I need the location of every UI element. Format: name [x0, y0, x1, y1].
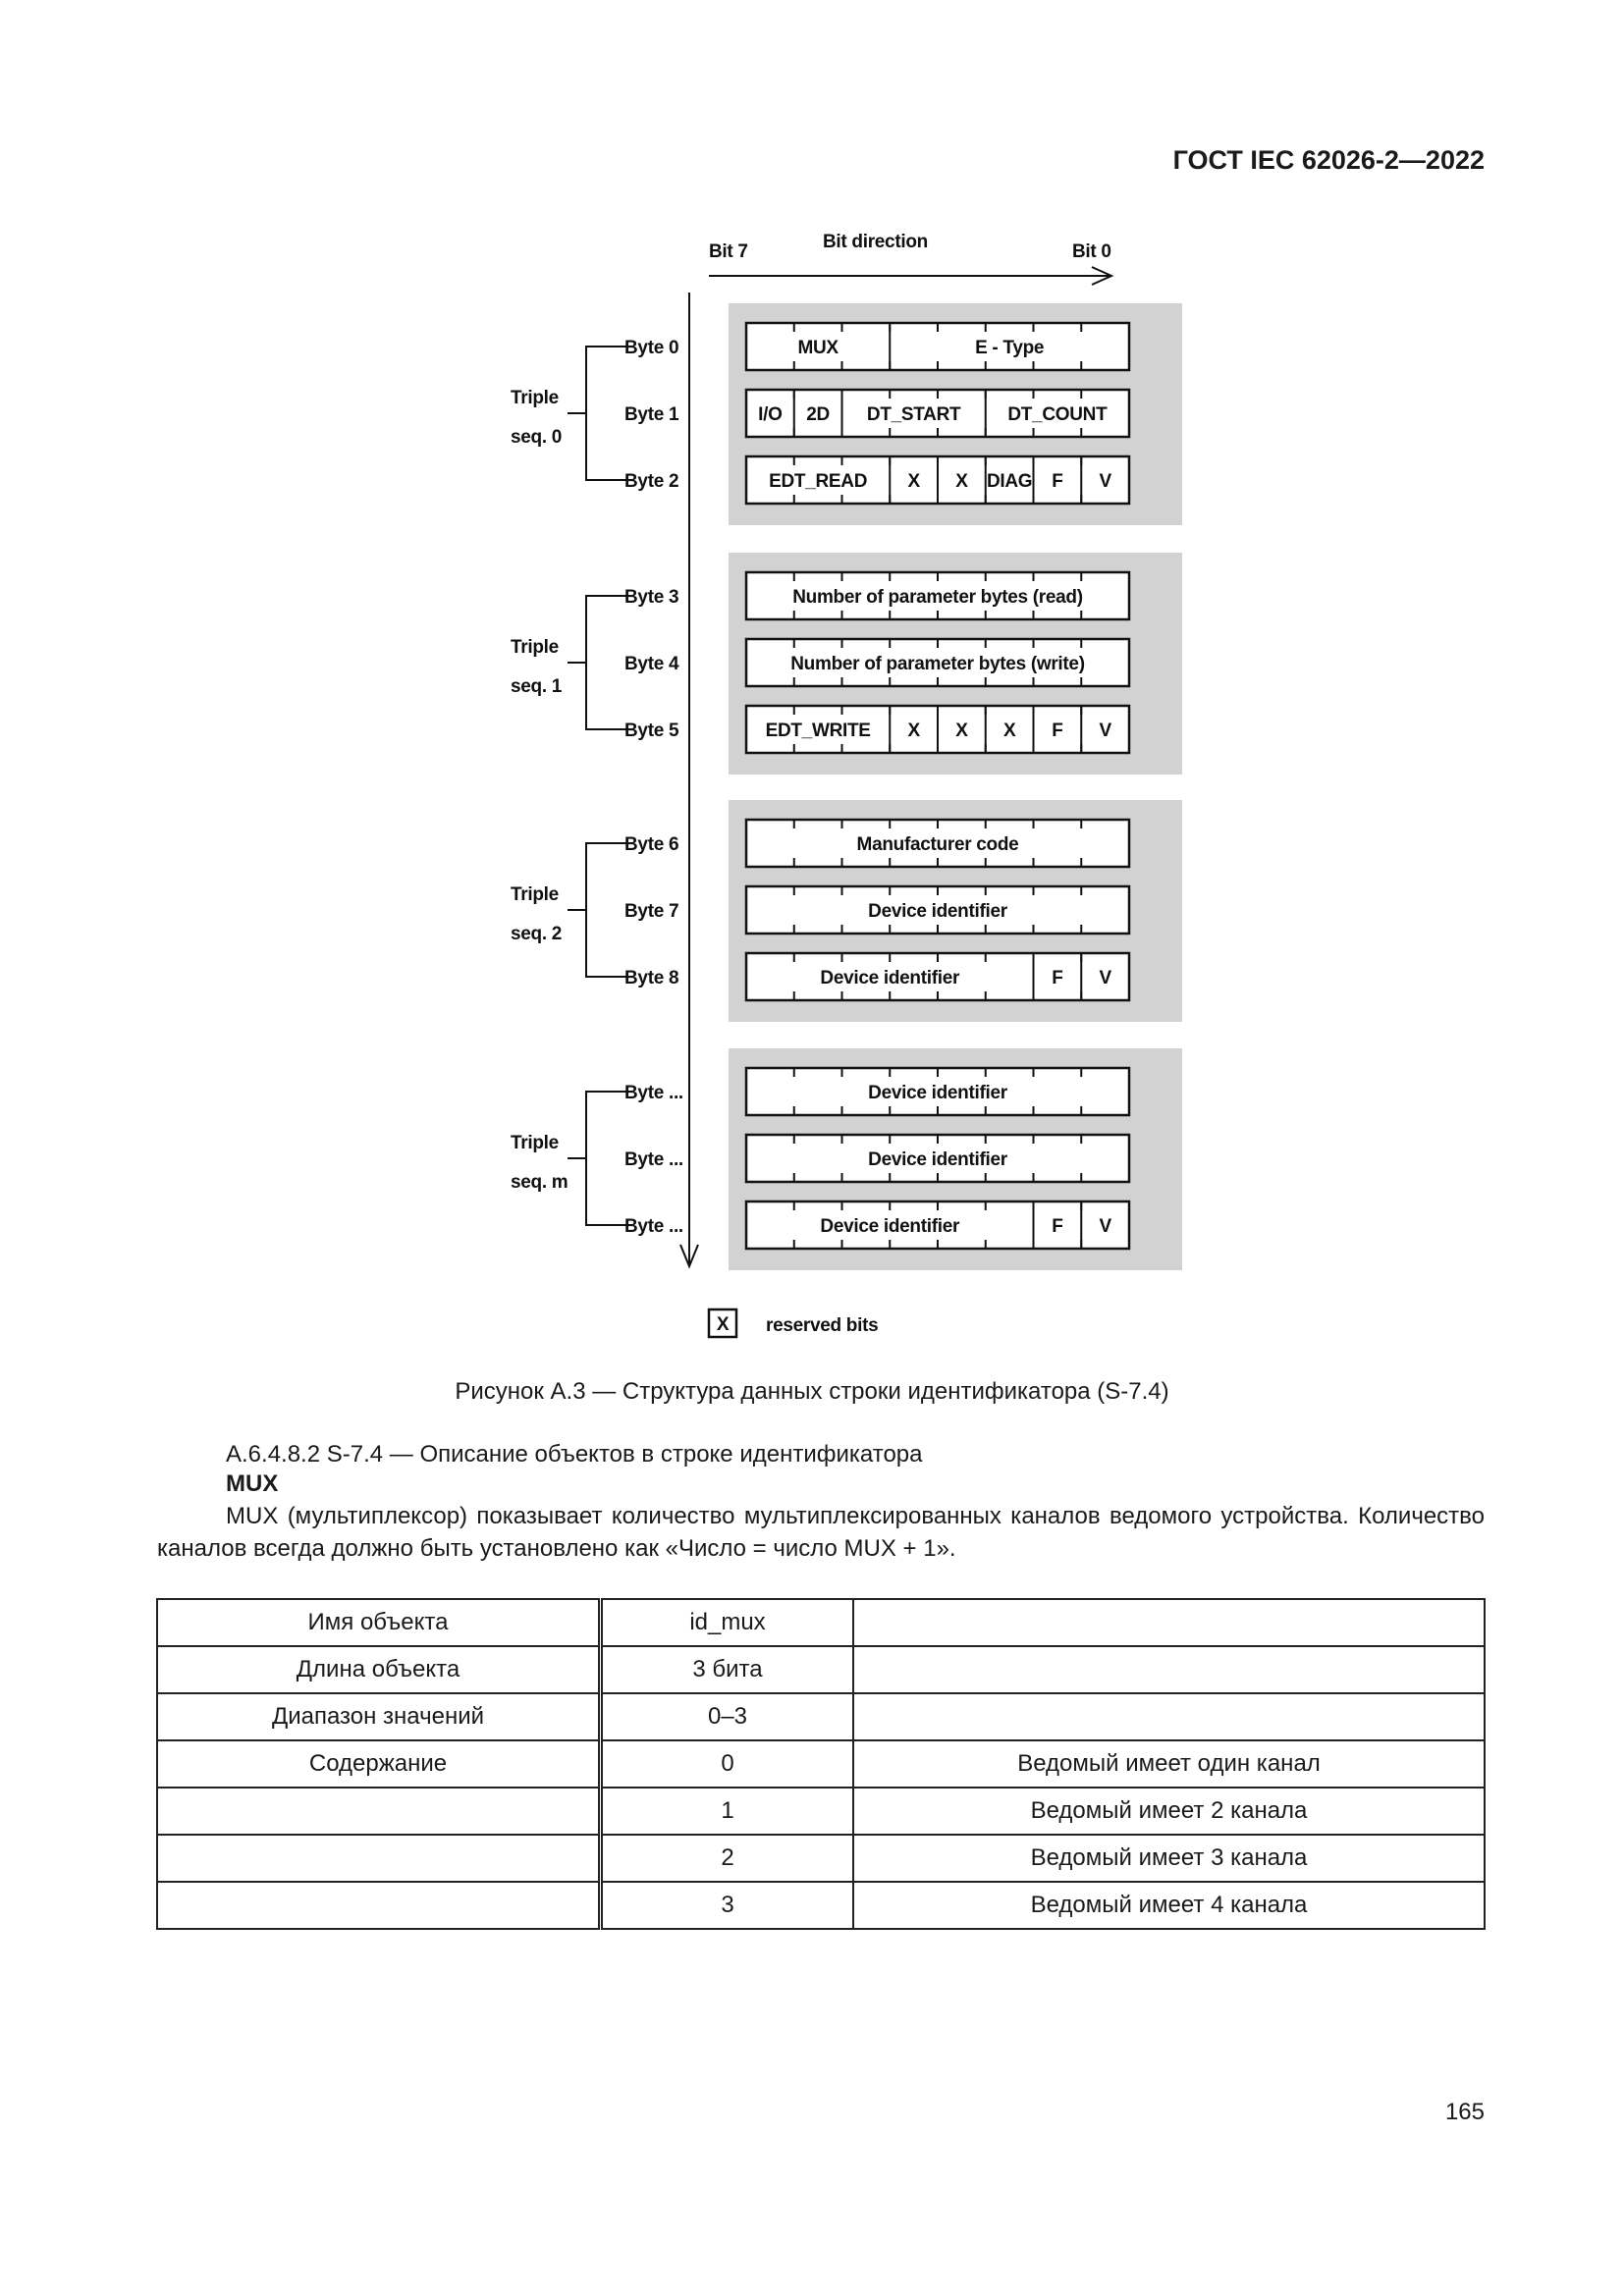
bit-field-label: Number of parameter bytes (write) — [790, 654, 1084, 674]
bit-field-label: F — [1052, 968, 1062, 988]
bit-field-label: F — [1052, 721, 1062, 741]
byte-order-arrow-head — [679, 1244, 699, 1269]
standard-header: ГОСТ IEC 62026-2—2022 — [1172, 145, 1485, 175]
table-cell: Ведомый имеет 2 канала — [852, 1787, 1486, 1836]
bit-field-label: Device identifier — [868, 1149, 1008, 1170]
object-table: Имя объекта id_mux Длина объекта 3 бита … — [156, 1598, 1486, 1930]
table-cell — [156, 1834, 603, 1883]
table-row: Длина объекта 3 бита — [156, 1645, 1486, 1694]
table-row: 2 Ведомый имеет 3 канала — [156, 1834, 1486, 1883]
triple-label: Triple — [511, 884, 559, 905]
table-cell: id_mux — [599, 1598, 854, 1647]
table-cell: 3 бита — [599, 1645, 854, 1694]
byte-label: Byte 3 — [624, 587, 678, 608]
table-cell: Диапазон значений — [156, 1692, 603, 1741]
byte-label: Byte ... — [624, 1149, 683, 1170]
bit-field-label: Device identifier — [868, 1083, 1008, 1103]
table-row: Имя объекта id_mux — [156, 1598, 1486, 1647]
table-cell — [852, 1598, 1486, 1647]
table-row: 3 Ведомый имеет 4 канала — [156, 1881, 1486, 1930]
table-cell — [156, 1881, 603, 1930]
table-cell — [156, 1787, 603, 1836]
reserved-bit-symbol-box — [707, 1308, 738, 1339]
bit-field-label: X — [955, 471, 968, 492]
bit-field-label: V — [1099, 968, 1111, 988]
table-cell: Содержание — [156, 1739, 603, 1789]
bit-7-label: Bit 7 — [709, 241, 748, 262]
byte-label: Byte 2 — [624, 471, 678, 492]
triple-label: Triple — [511, 1133, 559, 1153]
term-heading: MUX — [226, 1470, 279, 1497]
bit-direction-arrow-head — [1091, 266, 1114, 286]
table-cell: Ведомый имеет 3 канала — [852, 1834, 1486, 1883]
byte-label: Byte 5 — [624, 721, 679, 741]
bit-field-label: F — [1052, 471, 1062, 492]
bit-field-label: Device identifier — [820, 1216, 960, 1237]
legend-label: reserved bits — [766, 1315, 878, 1336]
table-cell: 3 — [599, 1881, 854, 1930]
bit-field-label: X — [907, 721, 920, 741]
bit-field-label: Number of parameter bytes (read) — [792, 587, 1083, 608]
table-cell — [852, 1645, 1486, 1694]
bit-field-label: MUX — [797, 338, 839, 358]
triple-label: Triple — [511, 388, 559, 408]
description-paragraph: MUX (мультиплексор) показывает количеств… — [157, 1503, 1485, 1562]
byte-label: Byte 6 — [624, 834, 678, 855]
bit-0-label: Bit 0 — [1072, 241, 1111, 262]
table-cell: 0–3 — [599, 1692, 854, 1741]
byte-label: Byte ... — [624, 1083, 683, 1103]
byte-label: Byte 7 — [624, 901, 678, 922]
byte-label: Byte 0 — [624, 338, 678, 358]
table-cell — [852, 1692, 1486, 1741]
bit-field-label: I/O — [758, 404, 782, 425]
triple-seq-label: seq. m — [511, 1172, 568, 1193]
table-cell: Ведомый имеет 4 канала — [852, 1881, 1486, 1930]
bit-field-label: V — [1099, 1216, 1111, 1237]
bit-field-label: Device identifier — [820, 968, 960, 988]
table-cell: Имя объекта — [156, 1598, 603, 1647]
bit-field-label: DT_START — [867, 404, 961, 425]
bit-field-label: Device identifier — [868, 901, 1008, 922]
table-cell: Длина объекта — [156, 1645, 603, 1694]
bit-field-label: V — [1099, 471, 1111, 492]
table-cell: 1 — [599, 1787, 854, 1836]
table-row: Диапазон значений 0–3 — [156, 1692, 1486, 1741]
bit-field-label: 2D — [806, 404, 830, 425]
bit-field-label: X — [955, 721, 968, 741]
triple-seq-label: seq. 1 — [511, 676, 563, 697]
bit-field-label: X — [907, 471, 920, 492]
byte-label: Byte ... — [624, 1216, 683, 1237]
bit-field-label: EDT_READ — [769, 471, 867, 492]
table-row: Содержание 0 Ведомый имеет один канал — [156, 1739, 1486, 1789]
bit-field-label: X — [1003, 721, 1016, 741]
bit-direction-label: Bit direction — [823, 232, 928, 252]
table-row: 1 Ведомый имеет 2 канала — [156, 1787, 1486, 1836]
page-number: 165 — [1444, 2099, 1485, 2125]
bit-field-label: DT_COUNT — [1007, 404, 1108, 425]
bit-field-label: EDT_WRITE — [766, 721, 871, 741]
triple-seq-label: seq. 2 — [511, 924, 562, 944]
byte-label: Byte 1 — [624, 404, 679, 425]
bit-field-label: F — [1052, 1216, 1062, 1237]
bit-field-label: DIAG — [987, 471, 1032, 492]
byte-label: Byte 4 — [624, 654, 679, 674]
table-cell: 0 — [599, 1739, 854, 1789]
clause-heading: А.6.4.8.2 S-7.4 — Описание объектов в ст… — [226, 1441, 923, 1468]
table-cell: 2 — [599, 1834, 854, 1883]
byte-label: Byte 8 — [624, 968, 678, 988]
figure-caption: Рисунок А.3 — Структура данных строки ид… — [455, 1378, 1169, 1405]
bit-field-label: Manufacturer code — [857, 834, 1019, 855]
bit-field-label: E - Type — [975, 338, 1044, 358]
byte-structure-diagram: Bit 7 Bit direction Bit 0 Triple seq. 0 Byte … — [511, 232, 1182, 1339]
triple-label: Triple — [511, 637, 559, 658]
bit-field-label: V — [1099, 721, 1111, 741]
table-cell: Ведомый имеет один канал — [852, 1739, 1486, 1789]
triple-seq-label: seq. 0 — [511, 427, 562, 448]
reserved-bit-symbol: X — [717, 1314, 730, 1335]
